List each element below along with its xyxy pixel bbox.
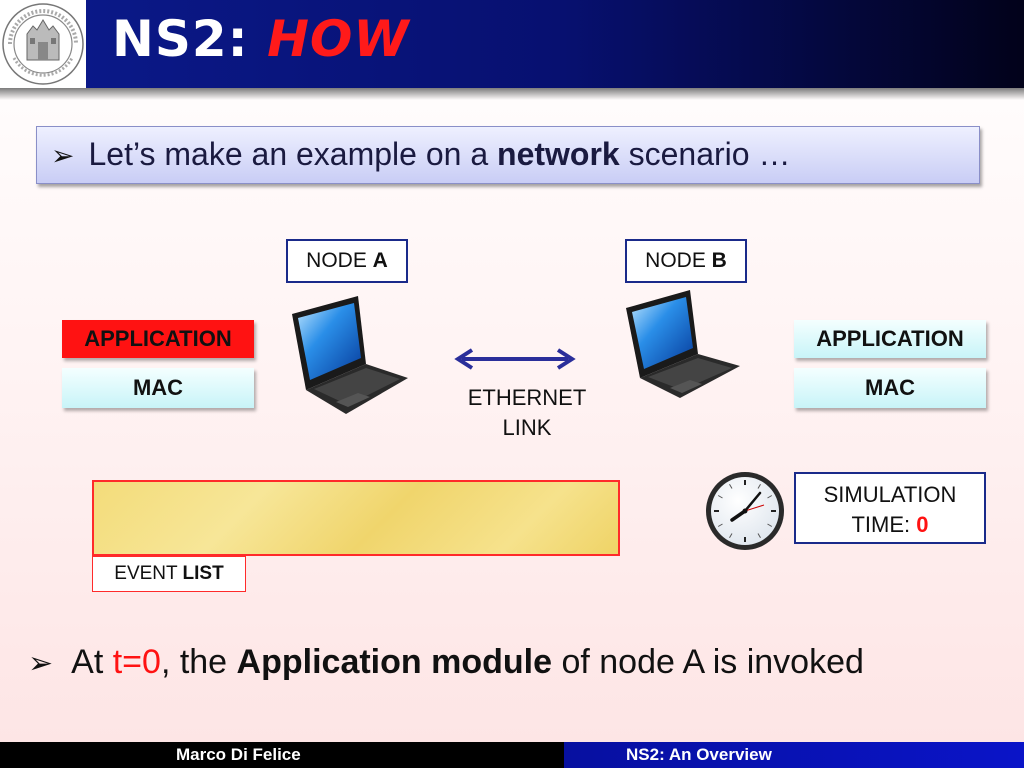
header-bar bbox=[0, 0, 1024, 88]
simulation-time-prefix: TIME: bbox=[851, 512, 917, 537]
event-list-label: EVENT LIST bbox=[92, 556, 246, 592]
footer-bar: Marco Di Felice NS2: An Overview bbox=[0, 742, 1024, 768]
ethernet-link-label: ETHERNET LINK bbox=[440, 383, 614, 443]
bottom-time-expr: t=0 bbox=[112, 643, 161, 681]
title-accent: HOW bbox=[267, 10, 410, 68]
footer-topic: NS2: An Overview bbox=[564, 742, 1024, 768]
event-list-area bbox=[92, 480, 620, 556]
node-a-prefix: NODE bbox=[306, 249, 373, 272]
title-prefix: NS2: bbox=[112, 10, 249, 68]
bottom-statement: ➢ At t=0, the Application module of node … bbox=[28, 643, 864, 682]
university-seal-logo bbox=[0, 0, 86, 88]
bottom-text-mid: , the bbox=[160, 643, 237, 681]
node-b-application-layer: APPLICATION bbox=[794, 320, 986, 358]
simulation-label: SIMULATION bbox=[823, 482, 957, 507]
event-list-prefix: EVENT bbox=[114, 563, 183, 584]
bottom-text-end: of node A is invoked bbox=[552, 643, 864, 681]
node-a-application-layer: APPLICATION bbox=[62, 320, 254, 358]
node-b-mac-layer: MAC bbox=[794, 368, 986, 408]
node-a-letter: A bbox=[372, 249, 388, 272]
node-b-prefix: NODE bbox=[645, 249, 712, 272]
laptop-b-icon bbox=[626, 290, 740, 398]
intro-text-before: Let’s make an example on a bbox=[88, 136, 498, 172]
footer-author: Marco Di Felice bbox=[0, 742, 564, 768]
ethernet-link-line2: LINK bbox=[502, 415, 552, 440]
intro-text-bold: network bbox=[497, 136, 620, 172]
intro-box: ➢ Let’s make an example on a network scen… bbox=[36, 126, 980, 184]
arrow-bullet-icon: ➢ bbox=[51, 140, 75, 171]
arrow-bullet-icon-2: ➢ bbox=[28, 647, 54, 680]
simulation-time-value: 0 bbox=[916, 512, 929, 537]
clock-icon bbox=[706, 472, 784, 550]
node-b-label: NODE B bbox=[625, 239, 747, 283]
page-title: NS2: HOW bbox=[112, 10, 410, 68]
bottom-text-at: At bbox=[71, 643, 113, 681]
node-b-letter: B bbox=[711, 249, 727, 272]
simulation-time-box: SIMULATION TIME: 0 bbox=[794, 472, 986, 544]
event-list-bold: LIST bbox=[182, 563, 224, 584]
laptop-a-icon bbox=[292, 296, 408, 414]
double-arrow-icon bbox=[454, 348, 576, 370]
intro-text-after: scenario … bbox=[619, 136, 791, 172]
header-shadow bbox=[0, 88, 1024, 100]
node-a-label: NODE A bbox=[286, 239, 408, 283]
node-a-mac-layer: MAC bbox=[62, 368, 254, 408]
intro-text: ➢ Let’s make an example on a network scen… bbox=[51, 136, 790, 173]
footer-topic-text: NS2: An Overview bbox=[626, 745, 772, 764]
footer-author-text: Marco Di Felice bbox=[176, 745, 301, 764]
simulation-time-line: TIME: 0 bbox=[796, 510, 984, 540]
ethernet-link-line1: ETHERNET bbox=[467, 385, 587, 410]
bottom-text-bold: Application module bbox=[236, 643, 552, 681]
